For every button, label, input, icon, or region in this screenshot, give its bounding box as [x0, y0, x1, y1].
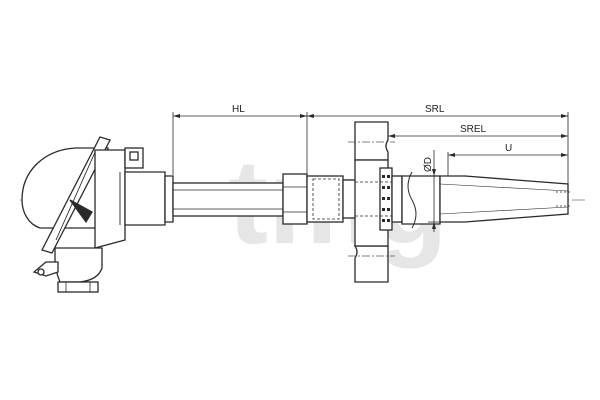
head-bottom — [54, 247, 103, 283]
lid-inner-line — [55, 149, 97, 241]
dimensions — [172, 112, 569, 232]
extension-pipe — [172, 182, 284, 217]
thermowell-stem — [401, 171, 572, 229]
hex-nut — [282, 173, 308, 225]
stem-root — [401, 175, 441, 225]
dimension-arrows — [173, 114, 568, 229]
hex-fitting — [282, 173, 358, 225]
head-neck — [124, 171, 166, 226]
label-u: U — [505, 143, 512, 154]
flange — [348, 121, 403, 283]
cable-entry — [57, 281, 99, 293]
cable-gland-nut — [129, 151, 139, 161]
weld-beads — [382, 175, 390, 222]
lug-hole — [37, 268, 45, 276]
extension-tube — [172, 182, 284, 217]
flange-spigot — [391, 175, 403, 223]
connection-head — [21, 136, 174, 293]
label-srel: SREL — [460, 124, 487, 135]
weld-ring — [379, 167, 393, 231]
label-hl: HL — [232, 104, 245, 115]
head-neck-collar — [164, 175, 174, 223]
stem-break-line — [407, 171, 417, 229]
flange-lower — [353, 245, 389, 283]
flange-upper — [354, 121, 389, 161]
label-srl: SRL — [425, 104, 445, 115]
lid-wedge — [69, 199, 93, 224]
head-housing — [94, 149, 126, 249]
fitting-hidden-thread — [312, 178, 340, 220]
stem-taper — [439, 175, 569, 223]
label-od: ØD — [423, 157, 434, 172]
head-side-lug — [32, 261, 59, 277]
